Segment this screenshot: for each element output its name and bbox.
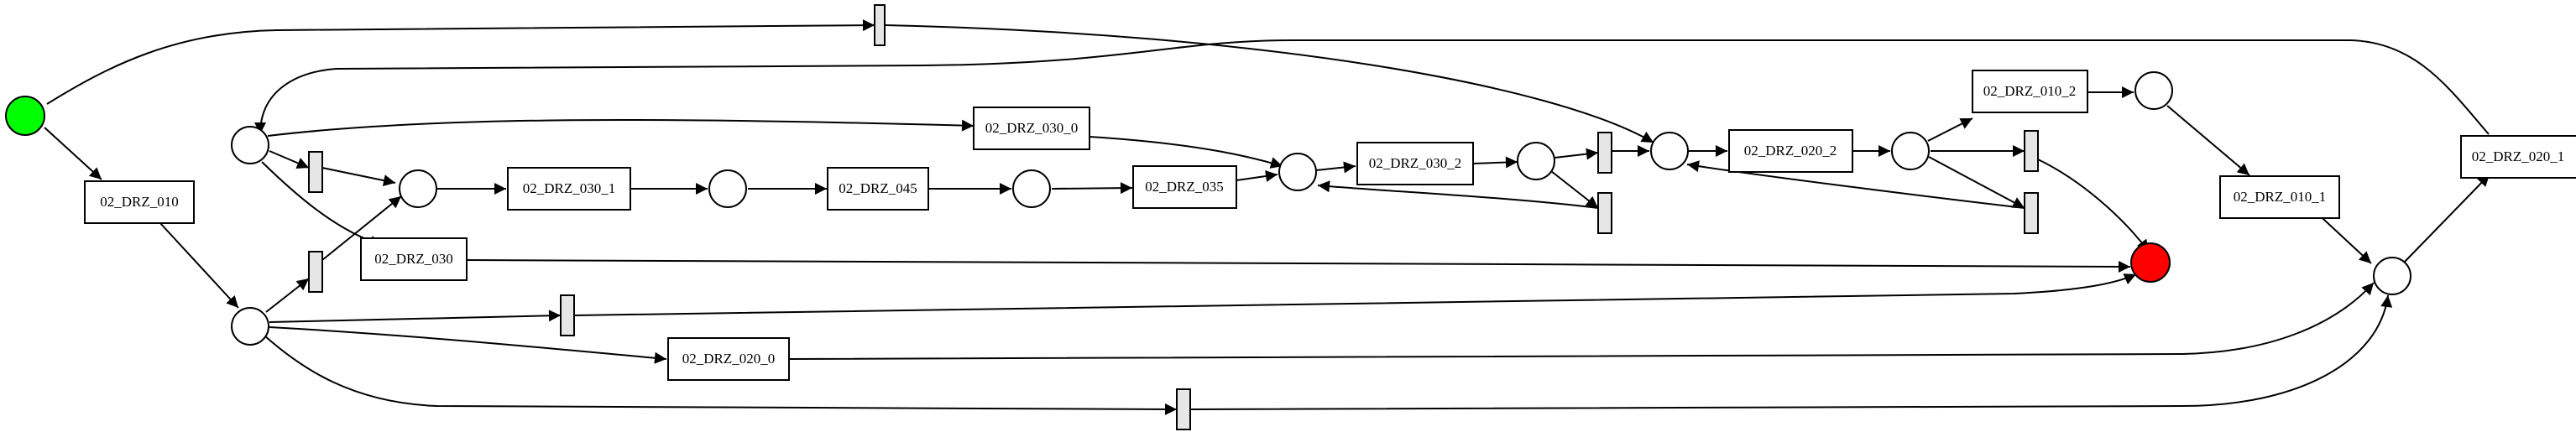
arc-silent-f-to-p7: [1317, 180, 1599, 209]
place: [2373, 257, 2411, 295]
arc-source-to-t010: [44, 127, 102, 180]
transition-02-drz-030-1: 02_DRZ_030_1: [507, 167, 631, 211]
transition-02-drz-045: 02_DRZ_045: [827, 167, 929, 211]
transition-02-drz-020-1: 02_DRZ_020_1: [2460, 135, 2576, 179]
silent-transition: [1176, 388, 1191, 430]
transition-02-drz-010-1: 02_DRZ_010_1: [2219, 175, 2340, 219]
place: [1650, 132, 1689, 170]
arc-silent-d-to-p12: [1189, 294, 2393, 410]
arc-p9-to-silent-f: [1550, 170, 1599, 209]
silent-transitions: [308, 4, 2039, 430]
arc-silent-g-to-sink: [2037, 159, 2150, 252]
places: [5, 71, 2411, 346]
transition-02-drz-030-0: 02_DRZ_030_0: [973, 107, 1090, 150]
place: [2134, 71, 2173, 110]
place: [1517, 142, 1555, 180]
transition-label: 02_DRZ_020_2: [1744, 143, 1837, 159]
arc-p9-to-silent-e: [1554, 148, 1599, 160]
arc-t010-to-p3: [159, 221, 239, 309]
arc-p10-to-t0102: [1927, 117, 1973, 142]
arc-silent-b-to-p4: [321, 195, 402, 261]
arc-t030-to-sink: [466, 259, 2131, 273]
place: [231, 307, 269, 346]
transition-02-drz-030: 02_DRZ_030: [360, 237, 468, 281]
transition-02-drz-035: 02_DRZ_035: [1132, 165, 1237, 209]
arc-t0200-to-p12: [788, 282, 2375, 360]
silent-transition: [2024, 130, 2039, 172]
arc-t035-to-p7: [1236, 170, 1278, 182]
transition-label: 02_DRZ_030: [374, 251, 453, 267]
arc-silent-top-to-p8: [884, 24, 1654, 143]
transition-02-drz-010-2: 02_DRZ_010_2: [1972, 70, 2088, 113]
transition-02-drz-020-0: 02_DRZ_020_0: [667, 337, 790, 381]
silent-transition: [1597, 132, 1612, 174]
transition-02-drz-010: 02_DRZ_010: [84, 180, 195, 224]
place: [231, 126, 269, 164]
arc-p6-to-t035: [1051, 182, 1133, 195]
silent-transition: [308, 251, 323, 293]
transition-label: 02_DRZ_010_1: [2234, 189, 2327, 205]
arc-t0300-to-p7: [1089, 136, 1283, 169]
transition-label: 02_DRZ_030_1: [523, 180, 616, 196]
arc-p1-to-silent-a: [269, 150, 310, 169]
arc-p7-to-t0302: [1315, 161, 1356, 174]
arc-p3-to-silent-c: [269, 310, 562, 323]
arc-p12-to-t0201: [2402, 174, 2490, 264]
place: [1012, 169, 1051, 208]
place: [399, 169, 437, 208]
sink-place: [2130, 242, 2171, 283]
transition-label: 02_DRZ_030_0: [985, 120, 1079, 136]
transition-02-drz-030-2: 02_DRZ_030_2: [1356, 142, 1474, 185]
labeled-transitions: 02_DRZ_010 02_DRZ_030_0 02_DRZ_030_1 02_…: [84, 70, 2576, 381]
arc-p3-to-t0200: [269, 326, 667, 364]
place: [1278, 153, 1317, 191]
transition-label: 02_DRZ_045: [839, 180, 917, 196]
place: [708, 169, 747, 208]
silent-transition: [1597, 192, 1612, 234]
arc-t0201-to-p1: [254, 39, 2490, 135]
arc-p10-to-silent-h: [1928, 156, 2025, 209]
arc-silent-c-to-sink: [573, 273, 2137, 316]
arc-silent-a-to-p4: [321, 167, 396, 187]
transition-02-drz-020-2: 02_DRZ_020_2: [1728, 129, 1853, 173]
silent-transition: [2024, 192, 2039, 234]
arc-p3-to-silent-b: [265, 278, 310, 313]
arc-source-to-silent-top: [46, 19, 875, 105]
arcs: [44, 19, 2490, 415]
transition-label: 02_DRZ_020_1: [2472, 148, 2565, 164]
silent-transition: [560, 294, 575, 336]
arc-p3-to-silent-d: [264, 335, 1178, 415]
transition-label: 02_DRZ_035: [1145, 179, 1224, 195]
transition-label: 02_DRZ_010_2: [1983, 83, 2077, 99]
arc-p1-to-t0300: [267, 118, 974, 137]
arc-p11-to-t0101: [2166, 105, 2250, 176]
transition-label: 02_DRZ_010: [100, 194, 179, 210]
place: [1891, 132, 1930, 170]
silent-transition: [308, 151, 323, 193]
arc-silent-h-to-p8: [1686, 160, 2025, 209]
silent-transition: [874, 4, 886, 46]
source-place: [5, 96, 45, 136]
transition-label: 02_DRZ_020_0: [682, 351, 776, 367]
transition-label: 02_DRZ_030_2: [1369, 155, 1462, 171]
arc-t0302-to-p9: [1472, 156, 1518, 169]
